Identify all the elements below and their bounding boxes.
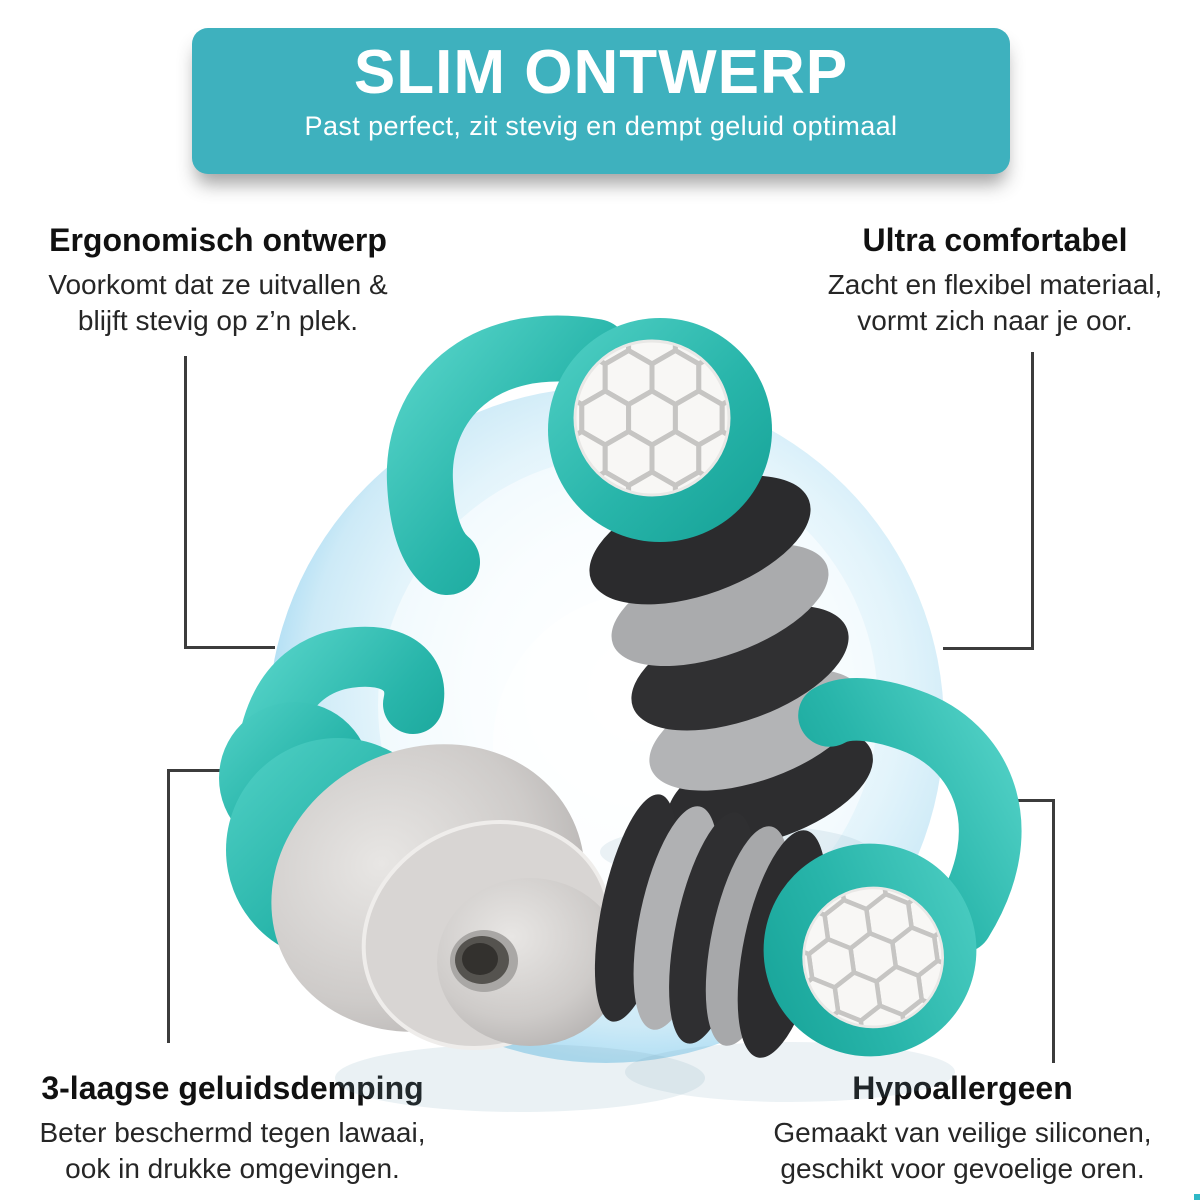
feature-line: Zacht en flexibel materiaal, <box>827 269 1163 300</box>
banner-title: SLIM ONTWERP <box>353 38 849 107</box>
feature-line: geschikt voor gevoelige oren. <box>780 1153 1145 1184</box>
ear-hook <box>386 315 629 595</box>
header-banner: SLIM ONTWERP Past perfect, zit stevig en… <box>192 28 1010 174</box>
callout-line-top-left <box>184 356 275 649</box>
feature-card-hypoallergenic: Hypoallergeen Gemaakt van veilige silico… <box>735 1070 1190 1187</box>
feature-title: 3-laagse geluidsdemping <box>41 1070 424 1106</box>
earplug-top <box>386 310 873 848</box>
ear-hook <box>798 678 1022 953</box>
earplug-bottom-right <box>594 678 1022 1093</box>
callout-line-top-right <box>943 352 1034 650</box>
callout-line-bottom-right <box>988 799 1055 1063</box>
feature-title: Ergonomisch ontwerp <box>49 222 387 258</box>
feature-line: Gemaakt van veilige siliconen, <box>773 1117 1152 1148</box>
feature-card-comfort: Ultra comfortabel Zacht en flexibel mate… <box>800 222 1190 339</box>
feature-title: Hypoallergeen <box>852 1070 1073 1106</box>
feature-card-noise-damping: 3-laagse geluidsdemping Beter beschermd … <box>25 1070 440 1187</box>
feature-title: Ultra comfortabel <box>862 222 1128 258</box>
feature-line: ook in drukke omgevingen. <box>65 1153 400 1184</box>
silicone-tip <box>271 744 623 1051</box>
noise-discs <box>594 794 827 1058</box>
banner-subtitle: Past perfect, zit stevig en dempt geluid… <box>304 111 898 142</box>
feature-card-ergonomic: Ergonomisch ontwerp Voorkomt dat ze uitv… <box>28 222 408 339</box>
feature-line: Voorkomt dat ze uitvallen & <box>48 269 388 300</box>
feature-line: blijft stevig op z’n plek. <box>77 305 359 336</box>
corner-mark <box>1194 1194 1200 1200</box>
feature-line: Beter beschermd tegen lawaai, <box>39 1117 426 1148</box>
feature-line: vormt zich naar je oor. <box>857 305 1133 336</box>
earplug-bottom-left <box>219 626 623 1051</box>
